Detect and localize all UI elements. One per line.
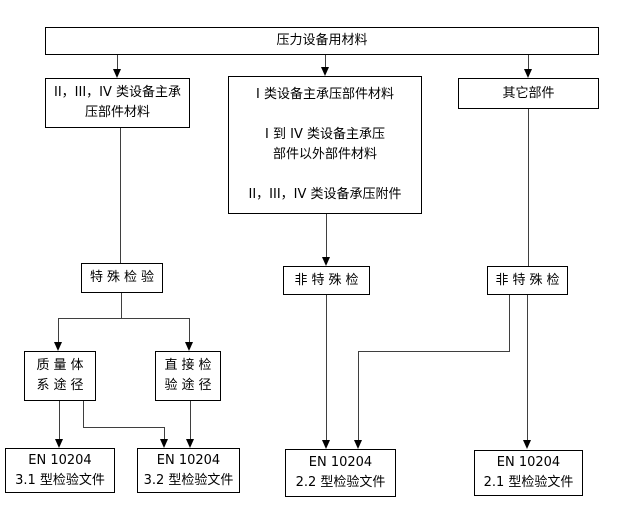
node-other-parts: 其它部件 bbox=[458, 78, 599, 109]
edge-special-stem bbox=[121, 293, 122, 318]
edge-root-to-class234 bbox=[117, 55, 118, 70]
arrow-down-icon bbox=[54, 342, 62, 351]
edge-quality-to-en31 bbox=[59, 401, 60, 439]
edge-nonspecial-right-to-en21 bbox=[527, 295, 528, 440]
edge-other-to-nonspecial-right bbox=[528, 109, 529, 266]
node-root: 压力设备用材料 bbox=[45, 27, 599, 55]
edge-nonspecial-left-to-en22 bbox=[326, 295, 327, 440]
arrow-down-icon bbox=[322, 440, 330, 449]
edge-nonspecial-right-to-en22-across bbox=[358, 351, 510, 352]
node-en10204-3-2: EN 10204 3.2 型检验文件 bbox=[137, 448, 240, 493]
edge-nonspecial-right-to-en22-down bbox=[509, 295, 510, 351]
node-en10204-3-1: EN 10204 3.1 型检验文件 bbox=[5, 448, 115, 493]
node-non-special-inspection-right: 非特殊检 bbox=[487, 266, 568, 295]
arrow-down-icon bbox=[354, 440, 362, 449]
arrow-down-icon bbox=[185, 342, 193, 351]
node-special-inspection: 特殊检验 bbox=[81, 263, 163, 293]
edge-quality-to-en32-down bbox=[83, 401, 84, 427]
edge-class1-to-nonspecial-left bbox=[326, 214, 327, 257]
edge-special-split bbox=[58, 318, 190, 319]
arrow-down-icon bbox=[113, 69, 121, 78]
arrow-down-icon bbox=[186, 439, 194, 448]
edge-root-to-other-parts bbox=[528, 55, 529, 70]
arrow-down-icon bbox=[523, 440, 531, 449]
edge-quality-to-en32-drop bbox=[164, 427, 165, 439]
arrow-down-icon bbox=[524, 69, 532, 78]
edge-nonspecial-right-to-en22-drop bbox=[358, 351, 359, 440]
arrow-down-icon bbox=[160, 439, 168, 448]
edge-split-to-quality bbox=[58, 318, 59, 342]
edge-root-to-class1 bbox=[325, 55, 326, 68]
arrow-down-icon bbox=[321, 67, 329, 76]
edge-quality-to-en32-across bbox=[83, 427, 165, 428]
node-en10204-2-2: EN 10204 2.2 型检验文件 bbox=[285, 449, 396, 497]
node-class234-main-parts: II，III，IV 类设备主承 压部件材料 bbox=[45, 78, 190, 128]
node-direct-inspection-route: 直接检 验途径 bbox=[155, 351, 221, 401]
edge-class234-to-special bbox=[120, 128, 121, 263]
node-non-special-inspection-left: 非特殊检 bbox=[283, 266, 370, 295]
edge-split-to-direct bbox=[189, 318, 190, 342]
arrow-down-icon bbox=[55, 439, 63, 448]
edge-direct-to-en32 bbox=[190, 401, 191, 439]
node-quality-system-route: 质量体 系途径 bbox=[24, 351, 96, 401]
node-en10204-2-1: EN 10204 2.1 型检验文件 bbox=[474, 450, 583, 496]
node-class1-and-other-materials: I 类设备主承压部件材料 I 到 IV 类设备主承压 部件以外部件材料 II，I… bbox=[228, 76, 422, 214]
arrow-down-icon bbox=[322, 257, 330, 266]
